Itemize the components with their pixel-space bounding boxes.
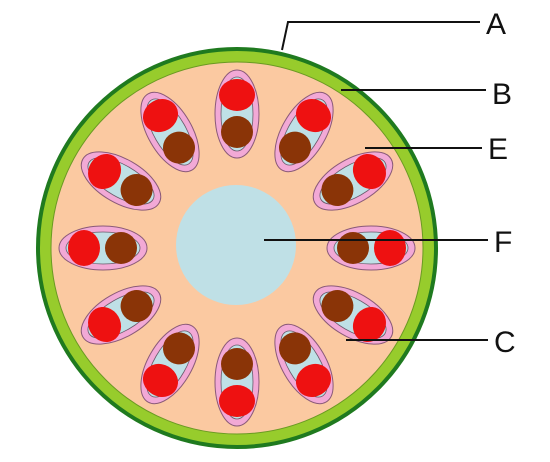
bundle-red-cluster: [352, 153, 386, 190]
bundle-brown-cluster: [321, 174, 354, 206]
vascular-bundle: [214, 337, 260, 427]
vascular-bundle: [80, 151, 162, 211]
label-a: A: [486, 8, 506, 41]
vascular-bundle: [274, 91, 334, 173]
bundle-red-cluster: [295, 99, 332, 133]
label-e: E: [488, 133, 508, 166]
vascular-bundle: [140, 323, 200, 405]
vascular-bundle: [140, 91, 200, 173]
leader-lines: [264, 21, 488, 341]
bundle-red-cluster: [88, 153, 122, 190]
label-f: F: [494, 226, 512, 259]
bundle-red-cluster: [352, 306, 386, 343]
vascular-bundle: [312, 151, 394, 211]
bundle-brown-cluster: [221, 348, 253, 380]
bundle-red-cluster: [219, 385, 255, 417]
bundle-brown-cluster: [120, 174, 153, 206]
leader-line-a: [281, 21, 480, 51]
vascular-bundle: [214, 69, 260, 159]
label-c: C: [494, 326, 516, 359]
vascular-bundle: [312, 285, 394, 345]
bundle-red-cluster: [295, 363, 332, 397]
bundle-brown-cluster: [163, 332, 195, 365]
bundle-brown-cluster: [120, 290, 153, 322]
bundle-brown-cluster: [279, 131, 311, 164]
bundle-brown-cluster: [279, 332, 311, 365]
bundle-red-cluster: [142, 363, 179, 397]
bundle-red-cluster: [142, 99, 179, 133]
label-b: B: [492, 78, 512, 111]
vascular-bundle: [80, 285, 162, 345]
bundle-red-cluster: [88, 306, 122, 343]
bundle-red-cluster: [374, 230, 406, 266]
bundle-brown-cluster: [221, 116, 253, 148]
vascular-bundle: [58, 225, 148, 271]
pith: [176, 185, 296, 305]
bundle-brown-cluster: [337, 232, 369, 264]
bundle-brown-cluster: [163, 131, 195, 164]
bundle-brown-cluster: [105, 232, 137, 264]
vascular-bundle: [274, 323, 334, 405]
bundle-red-cluster: [219, 79, 255, 111]
vascular-bundle: [326, 225, 416, 271]
bundle-brown-cluster: [321, 290, 354, 322]
bundle-red-cluster: [68, 230, 100, 266]
